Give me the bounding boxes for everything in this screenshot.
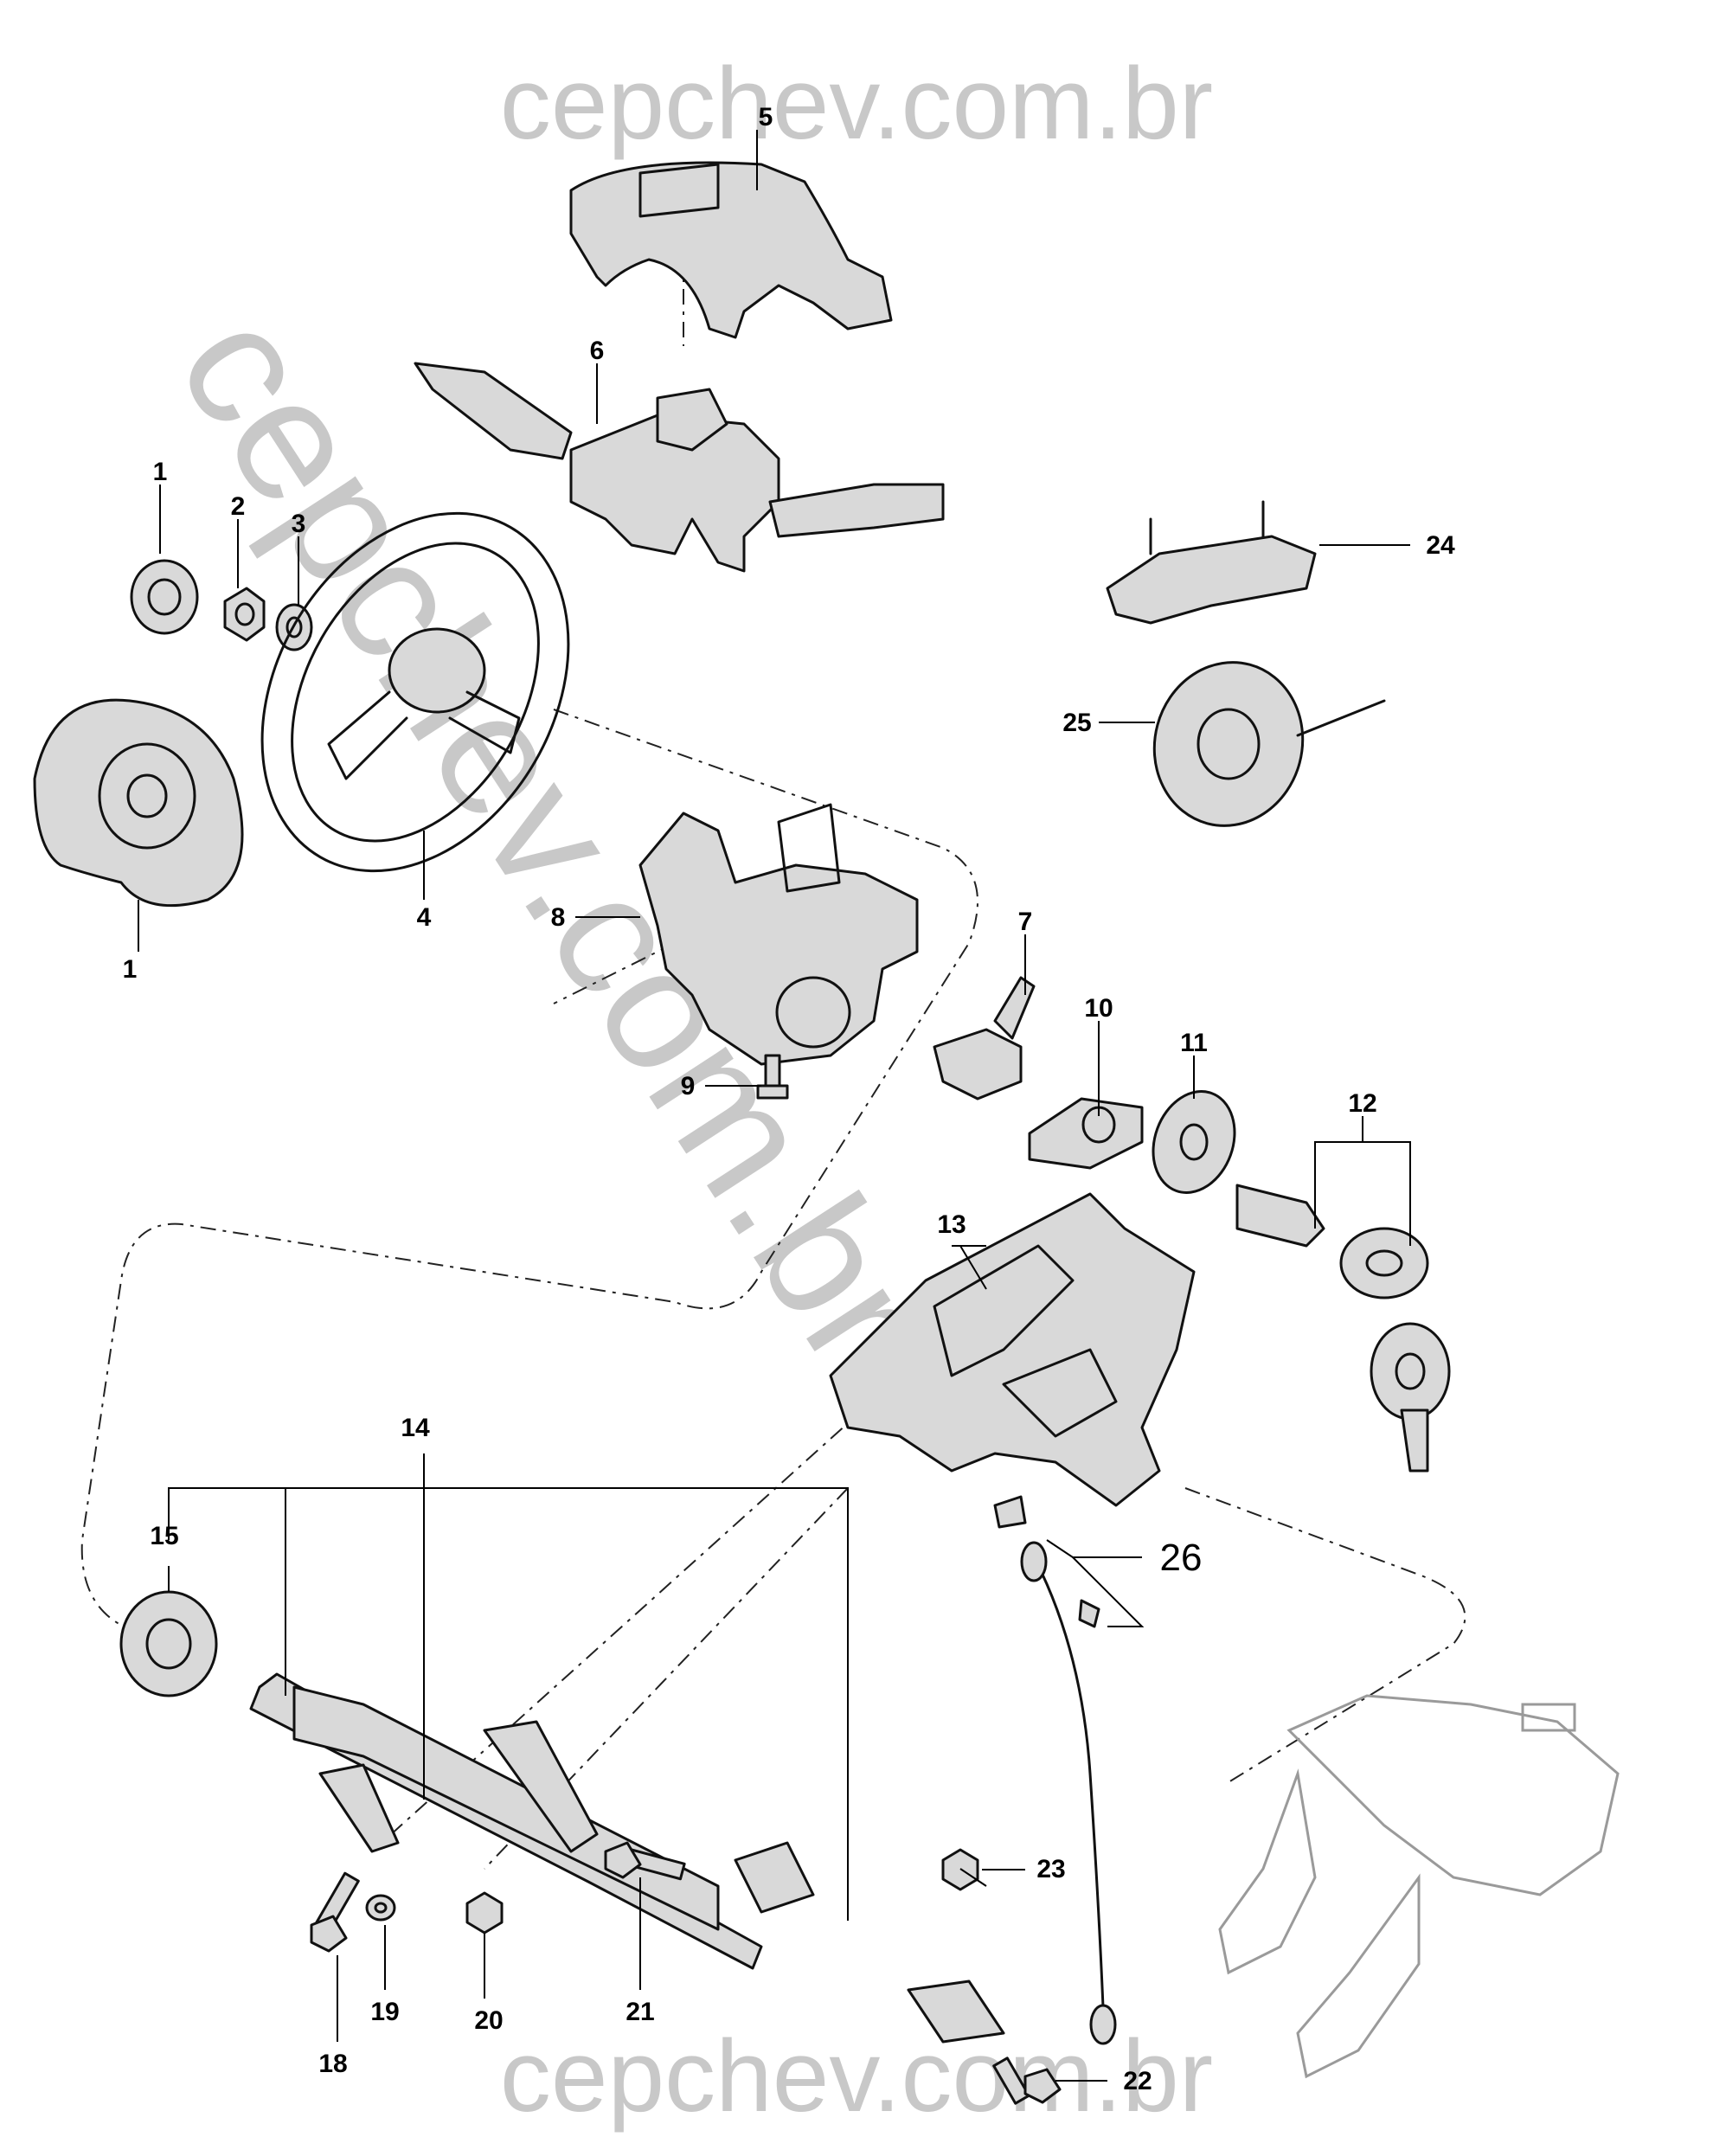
callout-1-top: 1 [153,458,168,486]
release-cable [993,1495,1117,2045]
washer-19 [365,1894,396,1922]
callout-13: 13 [937,1210,966,1239]
bolt-18 [310,1871,360,1953]
callout-8: 8 [551,903,566,932]
nut [223,587,266,642]
callout-5: 5 [759,103,773,132]
bearing [119,1590,218,1697]
switch-bracket [1106,500,1317,625]
callout-1-bottom: 1 [123,955,138,984]
horn-button-small [130,559,199,635]
screw-9 [756,1054,789,1100]
callout-11: 11 [1180,1029,1208,1057]
airbag-module [33,698,244,908]
callout-10: 10 [1084,994,1113,1023]
bolt-21 [604,1841,686,1881]
watermark-top: cepchev.com.br [500,47,1213,161]
callout-3: 3 [292,510,306,538]
bolt-22 [992,2057,1062,2105]
leader-lines [138,130,1411,2082]
upper-shroud [569,161,893,339]
callout-6: 6 [590,337,605,365]
callout-4: 4 [417,903,432,932]
callout-25: 25 [1062,709,1091,737]
lower-shroud [638,803,919,1066]
steering-wheel [260,511,570,873]
callout-9: 9 [681,1072,696,1100]
callout-22: 22 [1123,2067,1152,2095]
callout-19: 19 [370,1998,399,2026]
nut-20 [465,1891,504,1935]
assembly-outline [80,709,978,1636]
lock-housing [1028,1097,1144,1170]
assembly-outline-right [1184,1487,1466,1783]
lock-bezel [1152,1090,1236,1194]
clock-spring [1152,661,1386,827]
callout-18: 18 [318,2050,347,2078]
callout-23: 23 [1036,1855,1065,1883]
callout-2: 2 [231,492,246,521]
callout-15: 15 [150,1522,178,1550]
column-guide-line-3 [553,942,676,1004]
lock-cylinder-keys [1235,1184,1451,1473]
callout-21: 21 [626,1998,654,2026]
callout-20: 20 [474,2006,503,2035]
combination-switch [414,362,945,573]
callout-7: 7 [1018,908,1033,936]
pedal-assembly-ghost [1218,1694,1620,2079]
callout-26: 26 [1160,1537,1203,1579]
column-bracket [829,1192,1196,1507]
callout-12: 12 [1348,1089,1376,1118]
callout-24: 24 [1426,531,1455,560]
ignition-switch [933,976,1036,1100]
callout-14: 14 [401,1414,430,1442]
